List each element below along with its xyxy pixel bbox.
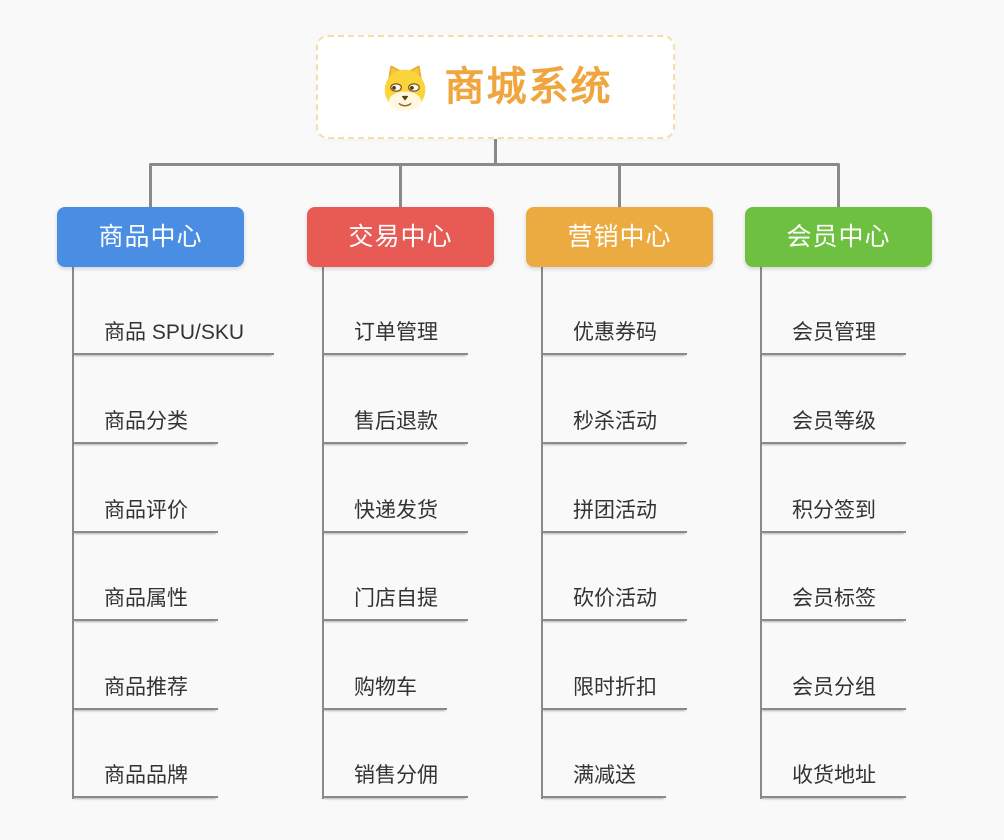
leaf-node[interactable]: 门店自提 (322, 585, 468, 621)
leaf-node[interactable]: 会员管理 (760, 319, 906, 355)
dog-face-icon (379, 63, 431, 112)
leaf-node[interactable]: 限时折扣 (541, 674, 687, 710)
leaf-node[interactable]: 销售分佣 (322, 762, 468, 798)
leaf-node[interactable]: 会员标签 (760, 585, 906, 621)
leaf-node[interactable]: 商品推荐 (72, 674, 218, 710)
leaf-node[interactable]: 购物车 (322, 674, 447, 710)
leaf-node[interactable]: 砍价活动 (541, 585, 687, 621)
leaf-node[interactable]: 收货地址 (760, 762, 906, 798)
branch-node-product-center[interactable]: 商品中心 (57, 207, 244, 267)
branch-rail-line (149, 163, 840, 208)
leaf-node[interactable]: 拼团活动 (541, 497, 687, 533)
branch-node-trade-center[interactable]: 交易中心 (307, 207, 494, 267)
leaf-node[interactable]: 积分签到 (760, 497, 906, 533)
leaf-node[interactable]: 商品品牌 (72, 762, 218, 798)
leaf-node[interactable]: 商品分类 (72, 408, 218, 444)
leaf-node[interactable]: 优惠券码 (541, 319, 687, 355)
root-node[interactable]: 商城系统 (316, 35, 675, 139)
leaf-node[interactable]: 快递发货 (322, 497, 468, 533)
leaf-node[interactable]: 会员分组 (760, 674, 906, 710)
leaf-node[interactable]: 满减送 (541, 762, 666, 798)
leaf-node[interactable]: 秒杀活动 (541, 408, 687, 444)
leaf-node[interactable]: 售后退款 (322, 408, 468, 444)
root-node-title: 商城系统 (444, 65, 613, 109)
branch-node-member-center[interactable]: 会员中心 (745, 207, 932, 267)
leaf-node[interactable]: 订单管理 (322, 319, 468, 355)
branch-node-marketing-center[interactable]: 营销中心 (526, 207, 713, 267)
leaf-node[interactable]: 商品 SPU/SKU (72, 319, 275, 355)
leaf-node[interactable]: 商品属性 (72, 585, 218, 621)
leaf-node[interactable]: 会员等级 (760, 408, 906, 444)
leaf-node[interactable]: 商品评价 (72, 497, 218, 533)
